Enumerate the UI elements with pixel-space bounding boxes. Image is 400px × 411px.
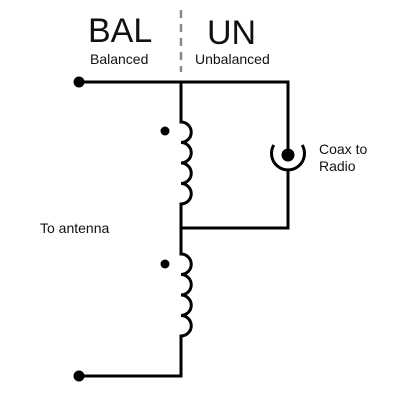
un-title: UN [207,14,256,52]
un-subtitle: Unbalanced [195,51,270,67]
upper-polarity-dot [160,126,170,136]
top-terminal [73,76,85,88]
lower-winding [180,252,193,338]
coax-label-line2: Radio [319,158,356,174]
bottom-terminal [73,370,85,382]
coax-label-line1: Coax to [319,141,367,157]
bal-title: BAL [88,12,152,50]
antenna-label: To antenna [40,220,109,236]
bal-subtitle: Balanced [90,51,148,67]
coax-connector-icon [270,144,306,172]
upper-winding [180,120,193,206]
lower-polarity-dot [160,259,170,269]
